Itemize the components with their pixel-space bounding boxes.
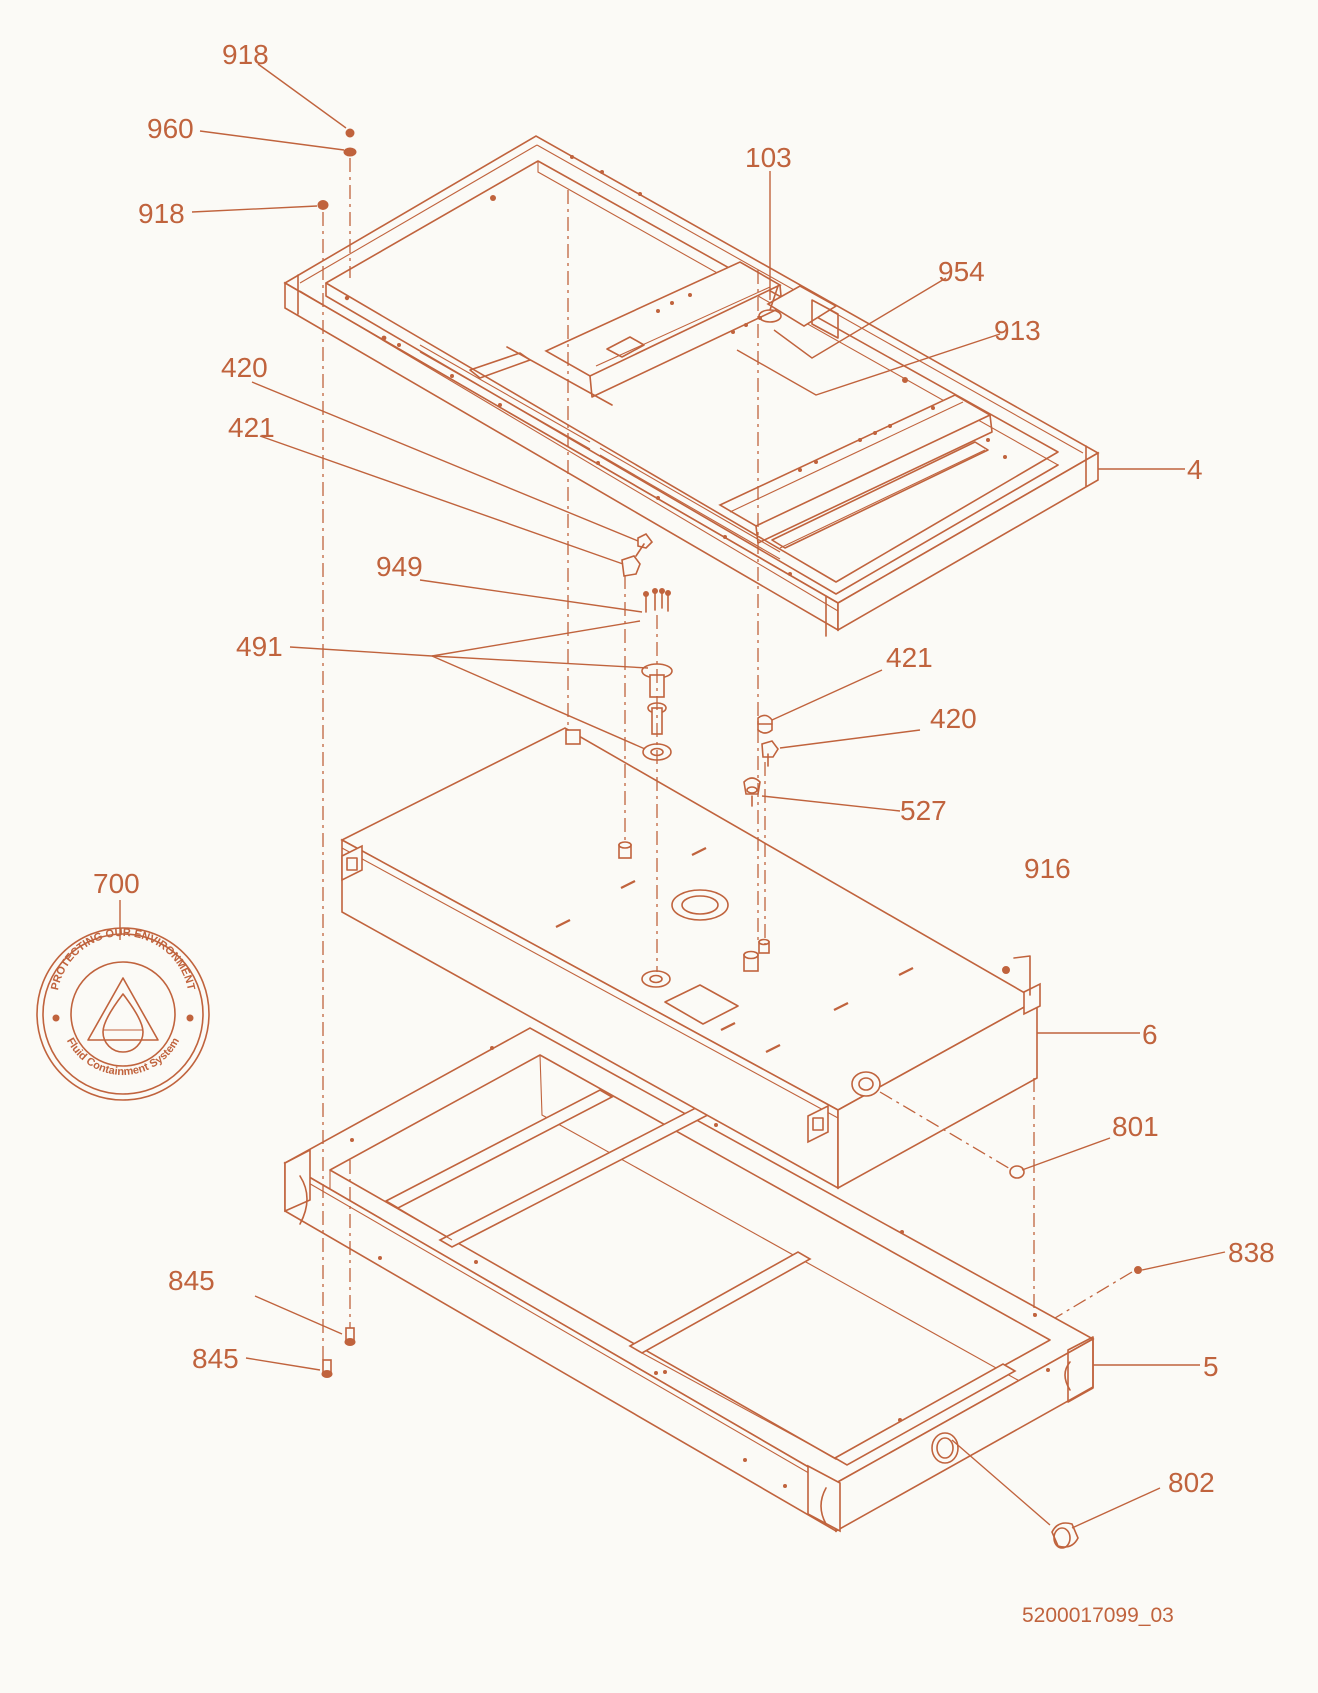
leader-lines (119, 63, 1226, 1529)
callout-918-lower: 918 (138, 198, 185, 229)
tank-slots (555, 847, 914, 1053)
callout-421-lower: 421 (886, 642, 933, 673)
seal-bottom-text: Fluid Containment System (64, 1036, 182, 1079)
callout-420-lower: 420 (930, 703, 977, 734)
callout-801: 801 (1112, 1111, 1159, 1142)
callout-420-upper: 420 (221, 352, 268, 383)
callout-labels: 918 960 918 103 954 913 420 421 4 949 49… (93, 39, 1275, 1498)
seal-top-text: PROTECTING OUR ENVIRONMENT (49, 927, 197, 992)
callout-5: 5 (1203, 1351, 1219, 1382)
callout-6: 6 (1142, 1019, 1158, 1050)
callout-845-upper: 845 (168, 1265, 215, 1296)
top-frame-holes (344, 155, 1007, 576)
callout-918-top: 918 (222, 39, 269, 70)
document-number: 5200017099_03 (1022, 1604, 1174, 1627)
callout-916: 916 (1024, 853, 1071, 884)
callout-913: 913 (994, 315, 1041, 346)
environment-seal-700: PROTECTING OUR ENVIRONMENT Fluid Contain… (36, 927, 210, 1101)
callout-949: 949 (376, 551, 423, 582)
assembly-center-lines (322, 158, 1133, 1362)
callout-421-upper: 421 (228, 412, 275, 443)
callout-4: 4 (1187, 454, 1203, 485)
callout-700: 700 (93, 868, 140, 899)
screws-949 (643, 588, 671, 613)
callout-954: 954 (938, 256, 985, 287)
top-frame-part-4 (283, 135, 1100, 637)
hardware (317, 128, 1142, 1549)
callout-491: 491 (236, 631, 283, 662)
callout-527: 527 (900, 795, 947, 826)
callout-802: 802 (1168, 1467, 1215, 1498)
tank-part-6 (340, 727, 1041, 1190)
callout-845-lower: 845 (192, 1343, 239, 1374)
droplet-icon (102, 993, 144, 1053)
bottom-tray-part-5 (283, 1027, 1095, 1533)
callout-103: 103 (745, 142, 792, 173)
callout-960: 960 (147, 113, 194, 144)
callout-838: 838 (1228, 1237, 1275, 1268)
